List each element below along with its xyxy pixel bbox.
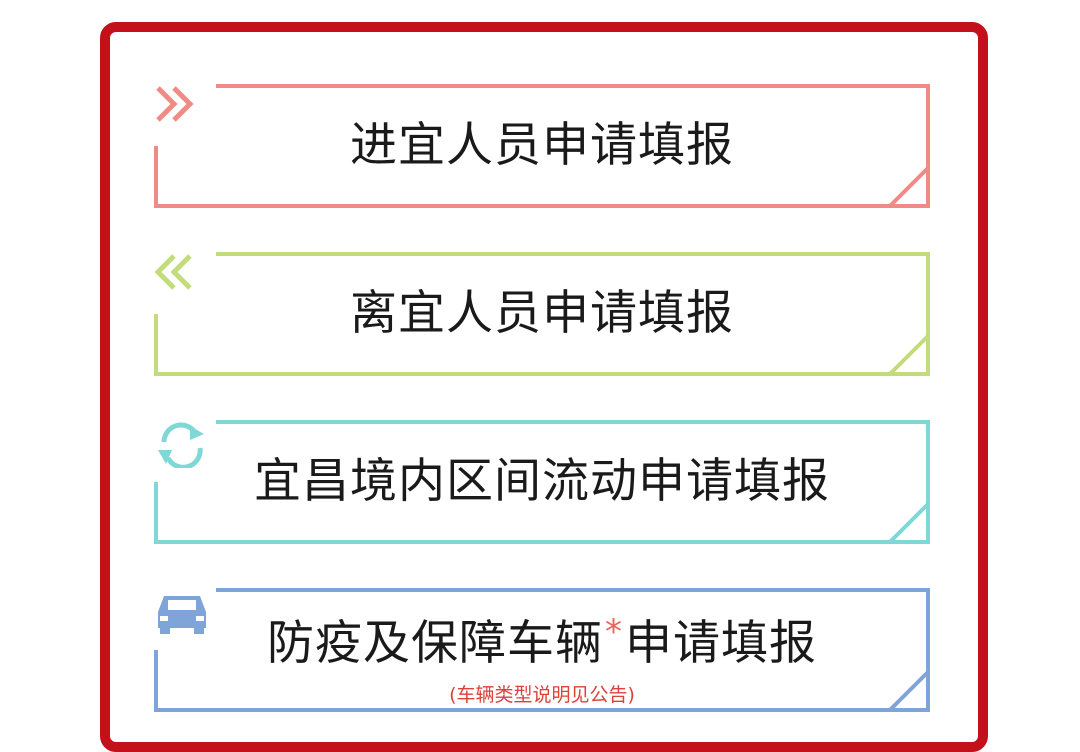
label-part: 申请填报 (625, 616, 817, 671)
vehicle-type-note: (车辆类型说明见公告) (449, 684, 635, 706)
button-label: 离宜人员申请填报 (350, 286, 734, 341)
entry-application-button[interactable]: 进宜人员申请填报 (154, 84, 930, 208)
button-label: 防疫及保障车辆*申请填报 (154, 612, 930, 676)
button-border (154, 84, 930, 208)
label-part: 防疫及保障车辆 (267, 616, 603, 671)
double-chevron-left-icon (154, 252, 210, 300)
local-movement-application-button[interactable]: 宜昌境内区间流动申请填报 (154, 420, 930, 544)
menu-frame (100, 22, 988, 752)
exit-application-button[interactable]: 离宜人员申请填报 (154, 252, 930, 376)
double-chevron-right-icon (154, 84, 210, 132)
vehicle-application-button[interactable]: 防疫及保障车辆*申请填报 (车辆类型说明见公告) (154, 588, 930, 712)
refresh-icon (154, 420, 210, 468)
button-border (154, 252, 930, 376)
button-label: 进宜人员申请填报 (350, 118, 734, 173)
car-icon (154, 588, 210, 636)
button-label: 宜昌境内区间流动申请填报 (254, 454, 830, 509)
button-border (154, 420, 930, 544)
button-border (154, 588, 930, 712)
required-asterisk: * (605, 612, 623, 652)
